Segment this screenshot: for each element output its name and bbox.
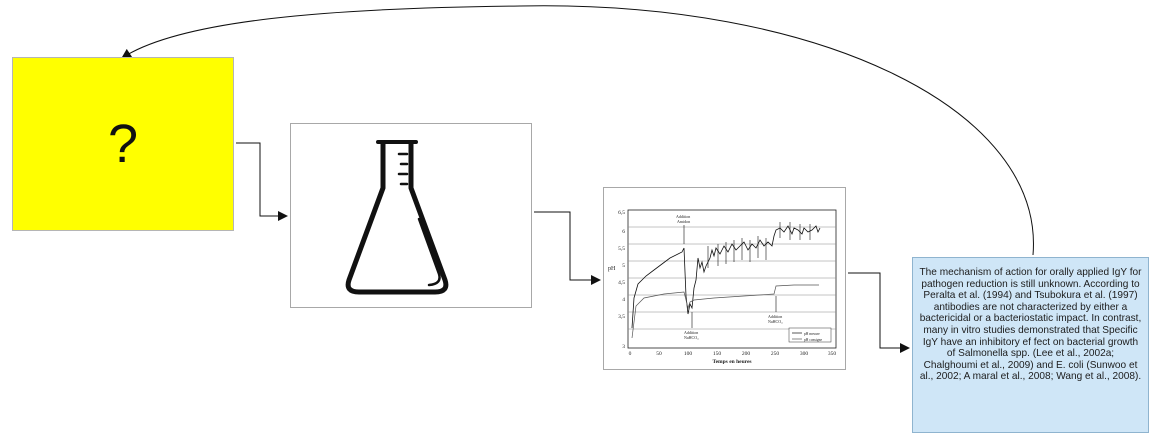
x-tick-label: 0	[629, 351, 632, 357]
y-tick-label: 3,5	[618, 314, 625, 320]
x-tick-label: 300	[800, 351, 809, 357]
unknown-mechanism-box: ?	[12, 57, 234, 231]
arrow-chart-to-text	[848, 272, 910, 353]
annotation-amidon-2: Amidon	[677, 219, 690, 224]
y-tick-label: 4,5	[618, 280, 625, 286]
annotation-nahco3-1b: NaHCO₃	[684, 335, 699, 340]
y-tick-label: 6,5	[618, 210, 625, 216]
x-tick-label: 50	[656, 351, 662, 357]
mechanism-description-text: The mechanism of action for orally appli…	[919, 267, 1142, 383]
ph-measured-spikes	[707, 222, 811, 268]
x-tick-label: 100	[684, 351, 693, 357]
x-tick-label: 200	[742, 351, 751, 357]
y-tick-label: 4	[622, 297, 625, 303]
ph-chart-box: 6,5 6 5,5 5 4,5 4 3,5 3 pH 0 50 100 150 …	[603, 187, 846, 370]
y-axis-label: pH	[608, 266, 616, 272]
erlenmeyer-flask-icon	[345, 140, 449, 295]
y-tick-label: 6	[622, 229, 625, 235]
annotation-nahco3-2: Addition	[768, 314, 782, 319]
y-tick-label: 5,5	[618, 246, 625, 252]
annotation-nahco3-2b: NaHCO₃	[768, 319, 783, 324]
annotation-nahco3-1: Addition	[684, 330, 698, 335]
arrow-question-to-flask	[236, 142, 288, 221]
chart-legend	[788, 327, 832, 343]
x-tick-label: 250	[771, 351, 780, 357]
y-tick-label: 3	[622, 344, 625, 350]
x-axis-label: Temps en heures	[712, 359, 751, 365]
x-tick-label: 150	[713, 351, 722, 357]
ph-setpoint-trace	[631, 284, 819, 339]
annotation-amidon: Addition	[676, 214, 690, 219]
legend-setpoint: pH consigne	[804, 338, 822, 342]
mechanism-description-box: The mechanism of action for orally appli…	[912, 257, 1149, 433]
legend-measured: pH mesure	[804, 332, 820, 336]
x-tick-label: 350	[828, 351, 837, 357]
ph-chart: 6,5 6 5,5 5 4,5 4 3,5 3 pH 0 50 100 150 …	[608, 209, 837, 365]
question-mark: ?	[107, 114, 139, 174]
feedback-arrow	[121, 5, 1034, 256]
arrow-flask-to-chart	[534, 211, 601, 285]
ph-measured-trace	[631, 225, 821, 329]
y-tick-label: 5	[622, 263, 625, 269]
flask-box	[290, 123, 532, 308]
